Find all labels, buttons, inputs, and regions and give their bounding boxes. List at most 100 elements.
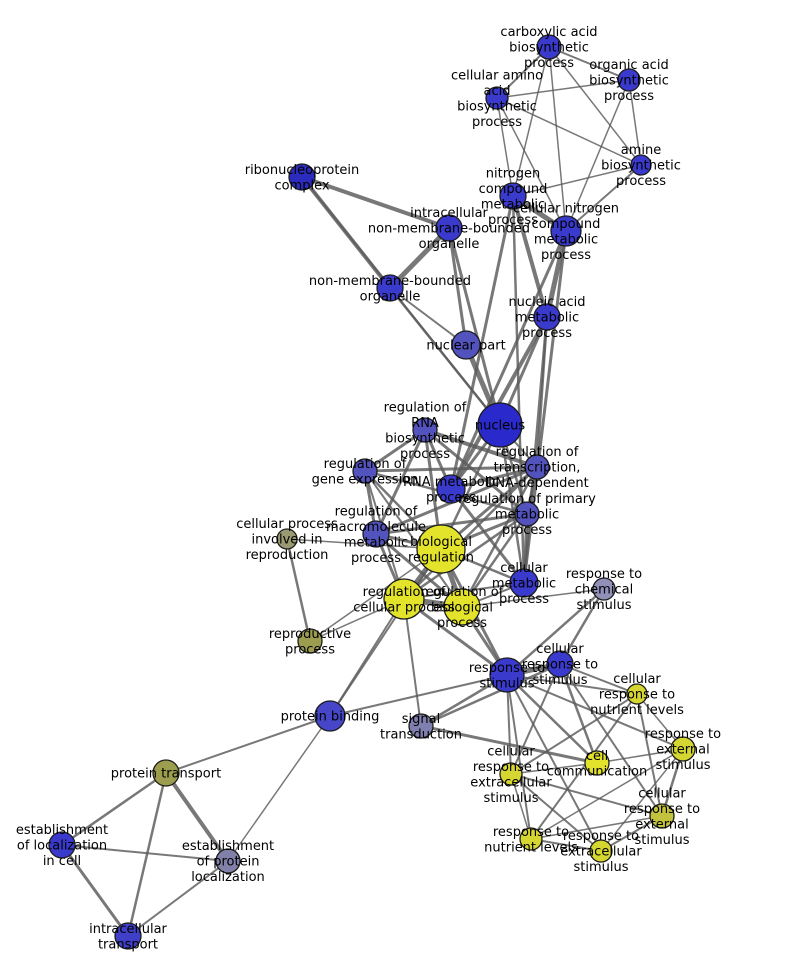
node-nuclear-part[interactable] [451, 330, 481, 360]
node-signal-transduction[interactable] [408, 713, 434, 739]
node-nucleus[interactable] [477, 402, 523, 448]
edge-cellular-response-to-nutrient-levels--cellular-response-to-extracellular-stimulus [510, 693, 638, 775]
edge-rna-metabolic-process--cellular-metabolic-process [449, 487, 526, 585]
edge-cellular-process-involved-in-reproduction--biological-regulation [286, 538, 442, 550]
edge-amine-biosynthetic-process--nitrogen-compound-metabolic-process [512, 164, 642, 197]
node-cellular-nitrogen-compound-metabolic-process[interactable] [550, 215, 582, 247]
node-cellular-amino-acid-biosynthetic-process[interactable] [485, 86, 509, 110]
node-non-membrane-bounded-organelle[interactable] [376, 274, 404, 302]
node-cellular-response-to-stimulus[interactable] [546, 650, 574, 678]
node-rna-metabolic-process[interactable] [436, 474, 466, 504]
node-biological-regulation[interactable] [416, 524, 466, 574]
node-response-to-chemical-stimulus[interactable] [592, 577, 616, 601]
node-cell-communication[interactable] [584, 750, 610, 776]
node-cellular-process-involved-in-reproduction[interactable] [276, 528, 298, 550]
node-protein-binding[interactable] [314, 700, 346, 732]
node-intracellular-non-membrane-bounded-organelle[interactable] [435, 214, 463, 242]
edge-intracellular-non-membrane-bounded-organelle--nucleus [447, 226, 502, 427]
node-organic-acid-biosynthetic-process[interactable] [617, 68, 641, 92]
edge-carboxylic-acid-biosynthetic-process--cellular-nitrogen-compound-metabolic-process [548, 46, 567, 232]
node-response-to-stimulus[interactable] [489, 657, 525, 693]
node-nucleic-acid-metabolic-process[interactable] [533, 303, 561, 331]
node-cellular-metabolic-process[interactable] [509, 568, 539, 598]
edge-organic-acid-biosynthetic-process--cellular-amino-acid-biosynthetic-process [496, 79, 630, 99]
edge-cellular-process-involved-in-reproduction--reproductive-process [285, 537, 312, 643]
edge-establishment-of-protein-localization--protein-binding [227, 715, 331, 862]
node-response-to-external-stimulus[interactable] [670, 736, 696, 762]
node-cellular-response-to-extracellular-stimulus[interactable] [499, 762, 523, 786]
edge-regulation-of-transcription-dna-dependent--rna-metabolic-process [449, 465, 539, 491]
edge-protein-binding--regulation-of-cellular-process [329, 598, 405, 717]
edge-organic-acid-biosynthetic-process--amine-biosynthetic-process [628, 79, 642, 166]
edge-non-membrane-bounded-organelle--nucleus [388, 286, 502, 427]
edge-regulation-of-rna-biosynthetic-process--regulation-of-primary-metabolic-process [423, 428, 529, 516]
node-cellular-response-to-external-stimulus[interactable] [649, 803, 675, 829]
edge-establishment-of-localization-in-cell--establishment-of-protein-localization [61, 844, 229, 862]
node-regulation-of-biological-process[interactable] [443, 588, 481, 626]
edge-response-to-stimulus--cell-communication [505, 673, 599, 765]
edge-cellular-response-to-extracellular-stimulus--cellular-response-to-external-stimulus [510, 773, 663, 817]
node-regulation-of-primary-metabolic-process[interactable] [514, 501, 540, 527]
node-regulation-of-rna-biosynthetic-process[interactable] [412, 417, 438, 443]
edge-regulation-of-transcription-dna-dependent--regulation-of-gene-expression [363, 465, 539, 473]
node-label-nucleus: nucleus [475, 419, 525, 434]
edge-regulation-of-transcription-dna-dependent--regulation-of-biological-process [460, 465, 539, 609]
edge-reproductive-process--biological-regulation [309, 548, 442, 642]
node-carboxylic-acid-biosynthetic-process[interactable] [536, 34, 562, 60]
node-protein-transport[interactable] [152, 759, 180, 787]
edge-carboxylic-acid-biosynthetic-process--nitrogen-compound-metabolic-process [512, 46, 550, 197]
node-establishment-of-protein-localization[interactable] [215, 848, 241, 874]
node-establishment-of-localization-in-cell[interactable] [48, 831, 76, 859]
edge-signal-transduction--regulation-of-cellular-process [403, 598, 422, 727]
edge-carboxylic-acid-biosynthetic-process--organic-acid-biosynthetic-process [548, 46, 630, 81]
edge-establishment-of-protein-localization--intracellular-transport [127, 860, 229, 937]
node-regulation-of-transcription-dna-dependent[interactable] [524, 454, 550, 480]
edge-intracellular-non-membrane-bounded-organelle--nuclear-part [447, 226, 468, 347]
edge-non-membrane-bounded-organelle--nuclear-part [389, 287, 467, 346]
node-label-protein-binding: protein binding [281, 710, 380, 725]
edge-cell-communication--cellular-response-to-extracellular-stimulus [510, 762, 598, 775]
edge-nucleic-acid-metabolic-process--regulation-of-transcription-dna-dependent [535, 315, 549, 469]
edge-cellular-response-to-extracellular-stimulus--response-to-extracellular-stimulus [510, 773, 602, 852]
edge-protein-binding--protein-transport [165, 715, 331, 774]
node-ribonucleoprotein-complex[interactable] [288, 163, 316, 191]
node-regulation-of-cellular-process[interactable] [383, 578, 425, 620]
edge-nucleus--cellular-metabolic-process [498, 423, 526, 585]
node-response-to-nutrient-levels[interactable] [519, 827, 543, 851]
node-regulation-of-gene-expression[interactable] [352, 458, 378, 484]
node-cellular-response-to-nutrient-levels[interactable] [626, 683, 648, 705]
edge-regulation-of-rna-biosynthetic-process--regulation-of-transcription-dna-dependent [423, 428, 539, 469]
node-intracellular-transport[interactable] [114, 922, 142, 950]
edge-cellular-amino-acid-biosynthetic-process--cellular-nitrogen-compound-metabolic-process [496, 97, 567, 232]
node-layer [48, 34, 696, 950]
edge-cell-communication--signal-transduction [419, 724, 599, 765]
edge-cellular-response-to-stimulus--cellular-response-to-nutrient-levels [559, 663, 638, 695]
edge-regulation-of-rna-biosynthetic-process--regulation-of-macromolecule-metabolic-process [374, 428, 427, 536]
edge-protein-transport--intracellular-transport [126, 771, 168, 938]
edge-protein-binding--response-to-stimulus [329, 674, 508, 717]
node-regulation-of-macromolecule-metabolic-process[interactable] [362, 520, 390, 548]
node-response-to-extracellular-stimulus[interactable] [589, 839, 613, 863]
node-reproductive-process[interactable] [297, 628, 323, 654]
node-amine-biosynthetic-process[interactable] [630, 154, 652, 176]
edge-intracellular-non-membrane-bounded-organelle--non-membrane-bounded-organelle [387, 225, 452, 291]
node-nitrogen-compound-metabolic-process[interactable] [499, 182, 527, 210]
